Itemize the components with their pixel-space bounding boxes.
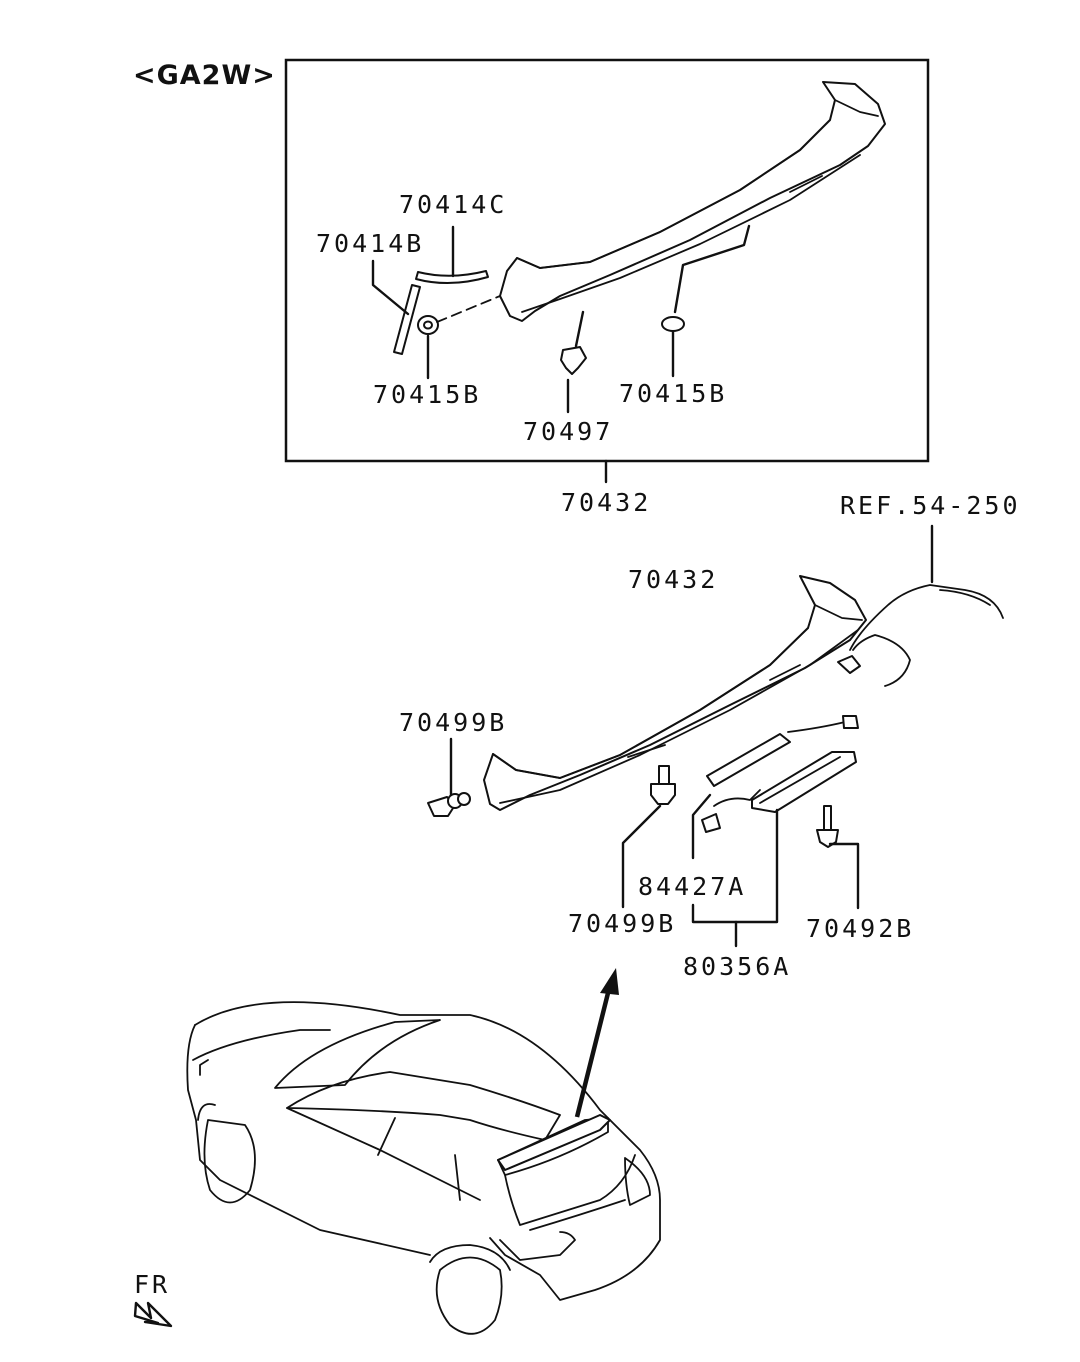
- label-70414C: 70414C: [399, 190, 507, 219]
- variant-label: <GA2W>: [133, 60, 276, 91]
- clip-70415B-right: [661, 316, 685, 332]
- label-70497: 70497: [523, 417, 613, 446]
- label-70499B-bottom: 70499B: [568, 909, 676, 938]
- location-arrow: [574, 984, 613, 1118]
- label-70432-main: 70432: [628, 565, 718, 594]
- spoiler-variant: [499, 81, 886, 322]
- label-70492B: 70492B: [806, 914, 914, 943]
- strip-70414C: [415, 270, 489, 285]
- label-80356A: 80356A: [683, 952, 791, 981]
- label-front: FR: [134, 1270, 170, 1299]
- label-84427A: 84427A: [638, 872, 746, 901]
- clip-70499B-center: [650, 765, 676, 805]
- front-arrow-icon: [133, 1301, 173, 1328]
- strip-70414B: [393, 284, 421, 355]
- bolt-70492B: [816, 805, 839, 848]
- connector-ref: [837, 655, 861, 674]
- stop-lamp: [701, 715, 859, 833]
- spoiler-main: [483, 575, 867, 811]
- label-ref-54-250: REF.54-250: [840, 491, 1021, 520]
- harness: [849, 584, 1004, 651]
- label-70415B-right: 70415B: [619, 379, 727, 408]
- label-70432-box: 70432: [561, 488, 651, 517]
- clip-70499B-left: [427, 792, 471, 817]
- vehicle-outline: [186, 1001, 661, 1335]
- label-70414B: 70414B: [316, 229, 424, 258]
- label-70415B-left: 70415B: [373, 380, 481, 409]
- label-70499B-left: 70499B: [399, 708, 507, 737]
- fastener-70497: [560, 346, 587, 375]
